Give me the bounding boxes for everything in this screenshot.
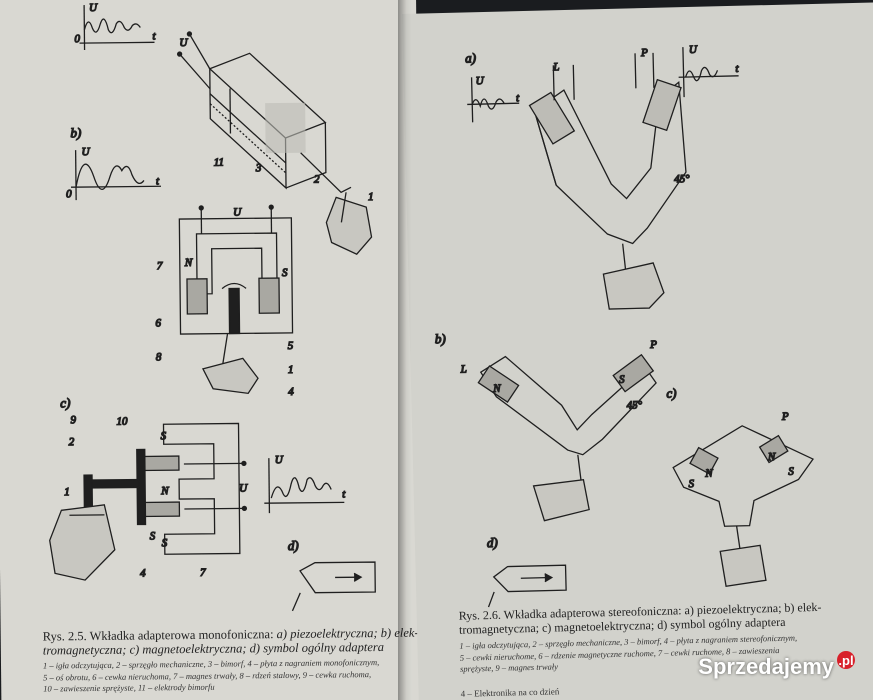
part-3-label-a: 3 (255, 162, 262, 174)
stereo-c-p-label: P (781, 411, 789, 423)
book-gutter (398, 0, 412, 700)
part-4-label-c: 4 (140, 567, 146, 579)
adapter-symbol-right (487, 564, 567, 608)
signal-plot-right-l (467, 77, 520, 123)
part-6-label-b: 6 (155, 317, 161, 329)
sublabel-c-right: c) (666, 385, 676, 400)
stereo-l-label: L (552, 61, 559, 73)
sublabel-b-right: b) (435, 331, 446, 346)
axis-u-right-l: U (476, 75, 485, 87)
left-page-figures: U t 0 U 11 3 2 (49, 1, 376, 612)
signal-plot-a (79, 5, 155, 51)
axis-u-label-b: U (82, 146, 91, 158)
stereo-c-s-right: S (788, 466, 794, 478)
stereo-b-l-label: L (460, 364, 467, 376)
part-7-label-b: 7 (157, 260, 163, 272)
em-u-label: U (233, 206, 242, 218)
part-1-label-b: 1 (288, 364, 294, 376)
part-10-label-c: 10 (116, 416, 128, 428)
right-page: a) U t U t (402, 2, 873, 700)
stereo-b-angle: 45° (626, 399, 642, 411)
sublabel-d-right: d) (487, 535, 498, 550)
axis-t-right-l: t (516, 92, 520, 104)
axis-t-right-p: t (735, 63, 739, 75)
axis-t-label: t (152, 30, 156, 42)
piezo-cartridge-drawing (176, 31, 373, 256)
sublabel-d: d) (288, 538, 299, 553)
mc-u-label: U (239, 482, 248, 494)
mc-n-label: N (160, 485, 169, 497)
part-11-label: 11 (214, 157, 224, 169)
mc-s-top: S (161, 430, 167, 442)
watermark: Sprzedajemy .pl (698, 651, 855, 680)
watermark-text: Sprzedajemy (698, 654, 834, 679)
part-2-label-a: 2 (314, 174, 320, 186)
part-9-label-c: 9 (70, 414, 76, 426)
em-n-label: N (184, 257, 193, 269)
stereo-angle-label: 45° (674, 173, 690, 185)
signal-plot-c (264, 458, 345, 514)
part-8-label-b: 8 (156, 351, 162, 363)
stereo-b-p-label: P (649, 339, 657, 351)
stereo-c-s-left: S (688, 478, 694, 490)
stereo-electromagnetic-drawing (477, 353, 657, 522)
part-7-label-c: 7 (200, 567, 206, 579)
axis-t-label-b: t (156, 175, 160, 187)
em-s-label: S (282, 267, 288, 279)
sublabel-c: c) (60, 395, 70, 410)
electromagnetic-cartridge-drawing (178, 204, 294, 395)
signal-plot-right-p (678, 47, 739, 98)
stereo-c-n-left: N (704, 468, 713, 480)
axis-t-label-c: t (342, 488, 346, 500)
stereo-c-n-right: N (767, 451, 776, 463)
mc-s-left: S (150, 530, 156, 542)
piezo-u-label: U (179, 37, 188, 49)
axis-u-label: U (89, 2, 98, 14)
magnetoelectric-cartridge-drawing (49, 422, 248, 581)
adapter-symbol-left (291, 561, 376, 612)
axis-u-label-c: U (275, 454, 284, 466)
axis-zero-label-b: 0 (66, 188, 72, 200)
part-1-label-c: 1 (64, 486, 70, 498)
right-page-figures: a) U t U t (434, 43, 814, 608)
part-1-label-a: 1 (368, 191, 374, 203)
watermark-badge: .pl (837, 651, 855, 669)
stereo-p-label: P (640, 47, 648, 59)
axis-u-right-p: U (689, 44, 698, 56)
axis-zero-label: 0 (74, 33, 80, 45)
sublabel-a-right: a) (465, 50, 476, 65)
stereo-b-s-label: S (619, 374, 625, 386)
left-legend: 1 – igła odczytująca, 2 – sprzęgło mecha… (43, 657, 423, 695)
left-page: U t 0 U 11 3 2 (0, 0, 424, 700)
left-caption: Rys. 2.5. Wkładka adapterowa monofoniczn… (42, 625, 419, 658)
part-5-label-b: 5 (288, 340, 294, 352)
stereo-piezo-drawing (528, 52, 687, 310)
part-4-label-b: 4 (288, 386, 294, 398)
mc-s-bottom: S (162, 537, 168, 549)
stereo-magnetoelectric-drawing (672, 425, 814, 587)
sublabel-b: b) (70, 125, 81, 140)
part-2-label-c: 2 (69, 436, 75, 448)
signal-plot-b (70, 150, 162, 201)
stereo-b-n-label: N (492, 383, 501, 395)
